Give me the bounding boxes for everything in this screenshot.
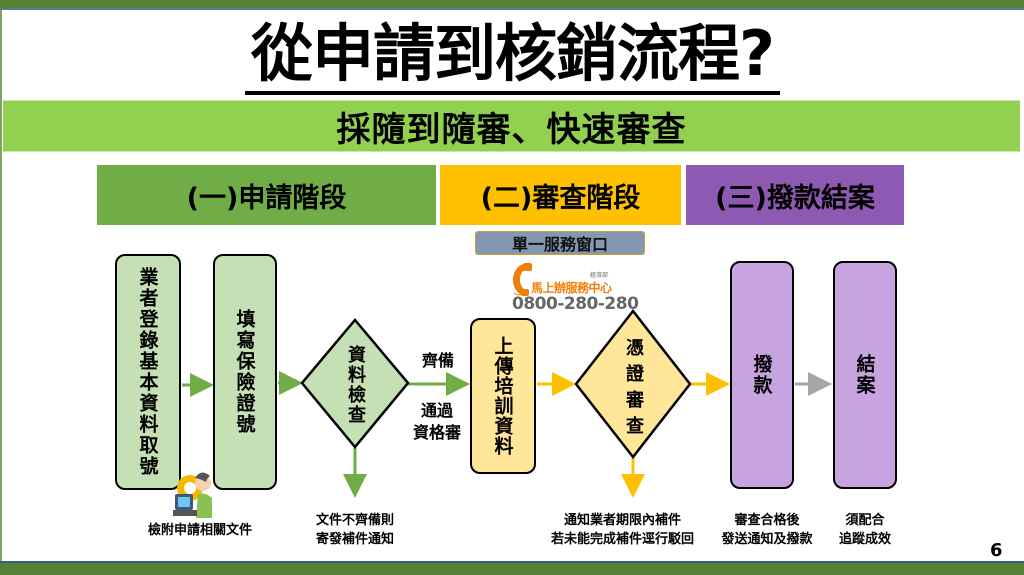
hotline-org: 經濟部 [590, 272, 609, 279]
step-fill-insurance-number: 填寫保險證號 [213, 254, 277, 490]
stage-header-apply: (一)申請階段 [97, 165, 436, 225]
step-upload-training-data: 上傳培訓資料 [470, 318, 536, 474]
caption-supplement-notice: 通知業者期限內補件 若未能完成補件逕行駁回 [550, 513, 694, 547]
top-accent-bar [0, 0, 1024, 10]
slide-title: 從申請到核銷流程? [251, 17, 775, 90]
bottom-accent-bar [0, 561, 1024, 575]
caption-follow-up: 須配合 追蹤成效 [838, 513, 891, 547]
title-underline [245, 91, 780, 95]
caption-approval-payment: 審查合格後 發送通知及撥款 [721, 513, 813, 547]
hotline-name: 馬上辦服務中心 [531, 281, 612, 295]
step-case-closed: 結案 [833, 261, 897, 489]
worker-with-computer-icon [173, 472, 212, 518]
subtitle-banner: 採隨到隨審、快速審查 [3, 100, 1020, 152]
page-number: 6 [990, 540, 1003, 561]
subtitle-text: 採隨到隨審、快速審查 [336, 109, 687, 150]
caption-incomplete-notice: 文件不齊備則 寄發補件通知 [315, 513, 394, 547]
edge-label-complete: 齊備 [421, 351, 454, 370]
step-disbursement: 撥款 [730, 261, 794, 489]
single-service-window-label: 單一服務窗口 [475, 231, 645, 255]
left-edge-line [0, 10, 2, 561]
decision-voucher-review-label: 憑證審查 [623, 338, 644, 442]
decision-data-check-label: 資料檢查 [345, 345, 366, 425]
phone-icon [513, 263, 532, 296]
hotline-number: 0800-280-280 [512, 294, 639, 314]
edge-label-pass: 通過 資格審 [412, 401, 461, 442]
caption-attach-documents: 檢附申請相關文件 [147, 523, 252, 538]
step-register-basic-info: 業者登錄基本資料取號 [115, 254, 181, 490]
stage-header-review: (二)審查階段 [440, 165, 681, 225]
stage-header-payment: (三)撥款結案 [686, 165, 904, 225]
